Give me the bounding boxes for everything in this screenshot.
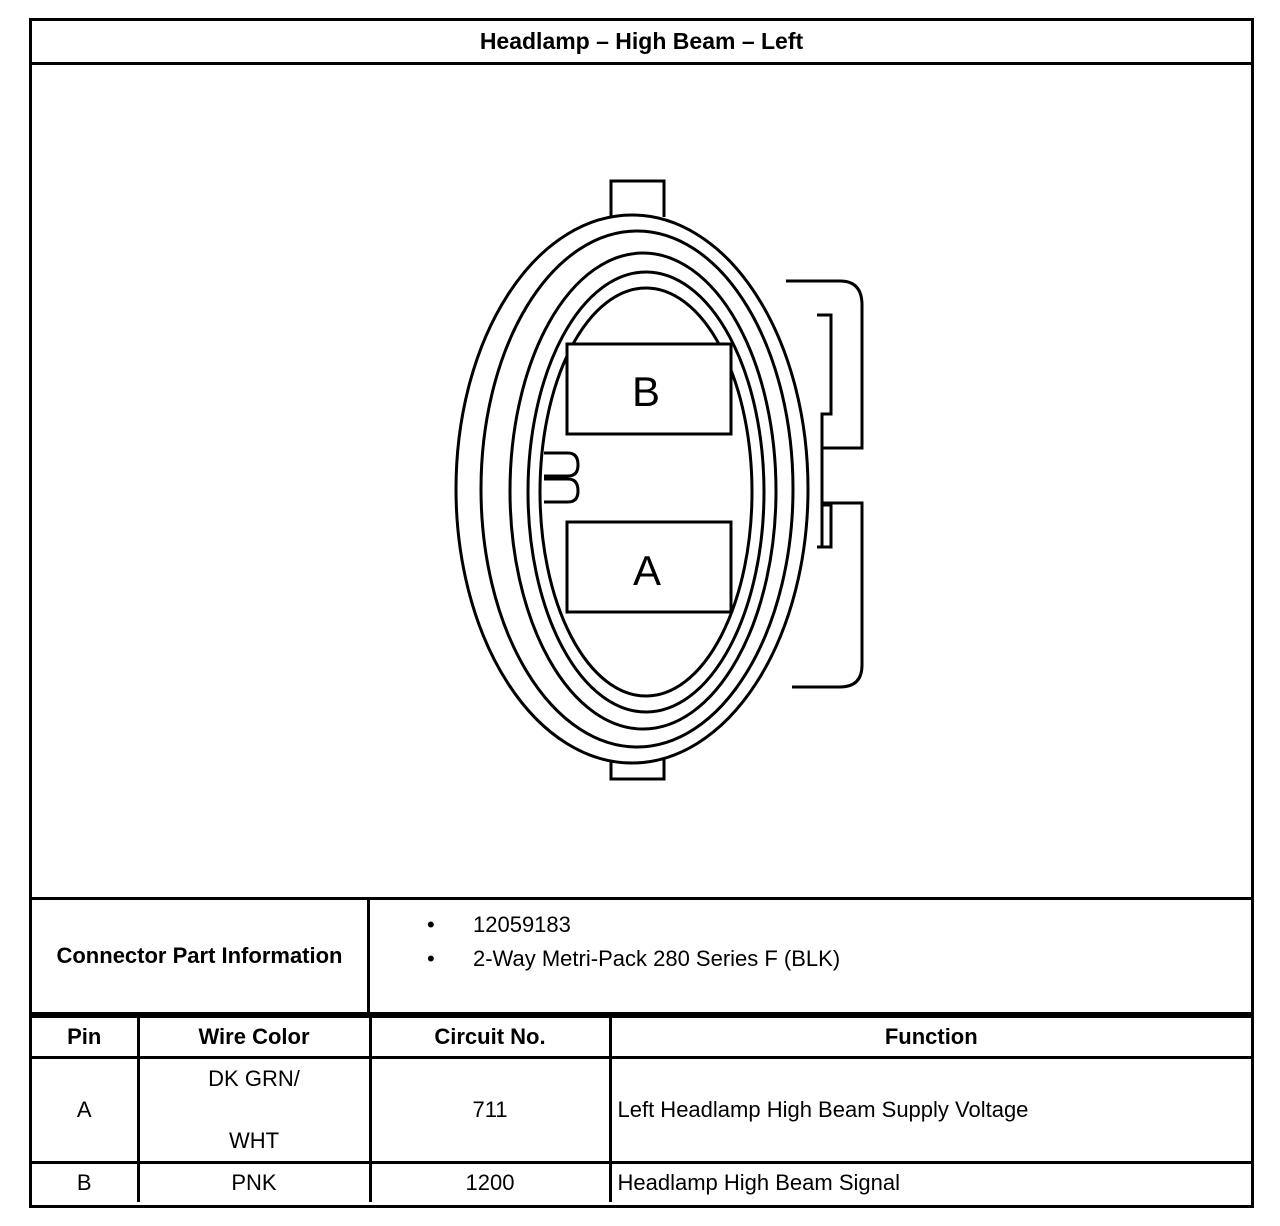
table-header-row: Pin Wire Color Circuit No. Function xyxy=(32,1015,1251,1059)
header-pin: Pin xyxy=(32,1015,140,1059)
connector-info-list: • 12059183 • 2-Way Metri-Pack 280 Series F… xyxy=(370,900,1251,1020)
connector-diagram: B A xyxy=(32,65,1251,897)
header-function: Function xyxy=(608,1015,1251,1059)
header-circuit: Circuit No. xyxy=(368,1015,612,1059)
table-row: B PNK 1200 Headlamp High Beam Signal xyxy=(32,1161,1251,1202)
pin-b-label: B xyxy=(632,368,660,415)
connector-frame: Headlamp – High Beam – Left xyxy=(29,18,1254,1208)
pin-cell: B xyxy=(32,1161,140,1202)
wire-color-cell: DK GRN/ WHT xyxy=(136,1056,372,1164)
connector-description: 2-Way Metri-Pack 280 Series F (BLK) xyxy=(473,946,841,971)
pin-table: Pin Wire Color Circuit No. Function A DK… xyxy=(32,1015,1251,1202)
bullet-icon: • xyxy=(427,912,435,937)
bullet-icon: • xyxy=(427,946,435,971)
function-cell: Headlamp High Beam Signal xyxy=(608,1161,1251,1202)
wire-color-line: WHT xyxy=(228,1128,280,1153)
wire-color-line: DK GRN/ xyxy=(208,1066,300,1091)
list-item: • 2-Way Metri-Pack 280 Series F (BLK) xyxy=(370,942,1251,976)
pin-a-label: A xyxy=(633,547,661,594)
connector-info-label: Connector Part Information xyxy=(32,900,370,1012)
circuit-cell: 1200 xyxy=(368,1161,612,1202)
pin-cell: A xyxy=(32,1056,140,1164)
header-wire-color: Wire Color xyxy=(136,1015,372,1059)
part-number: 12059183 xyxy=(473,912,571,937)
function-cell: Left Headlamp High Beam Supply Voltage xyxy=(608,1056,1251,1164)
circuit-cell: 711 xyxy=(368,1056,612,1164)
table-row: A DK GRN/ WHT 711 Left Headlamp High Bea… xyxy=(32,1056,1251,1164)
list-item: • 12059183 xyxy=(370,908,1251,942)
connector-face-drawing: B A xyxy=(454,179,864,781)
wire-color-cell: PNK xyxy=(136,1161,372,1202)
connector-info-row: Connector Part Information • 12059183 • 2-… xyxy=(32,897,1251,1015)
page-title: Headlamp – High Beam – Left xyxy=(32,21,1251,65)
